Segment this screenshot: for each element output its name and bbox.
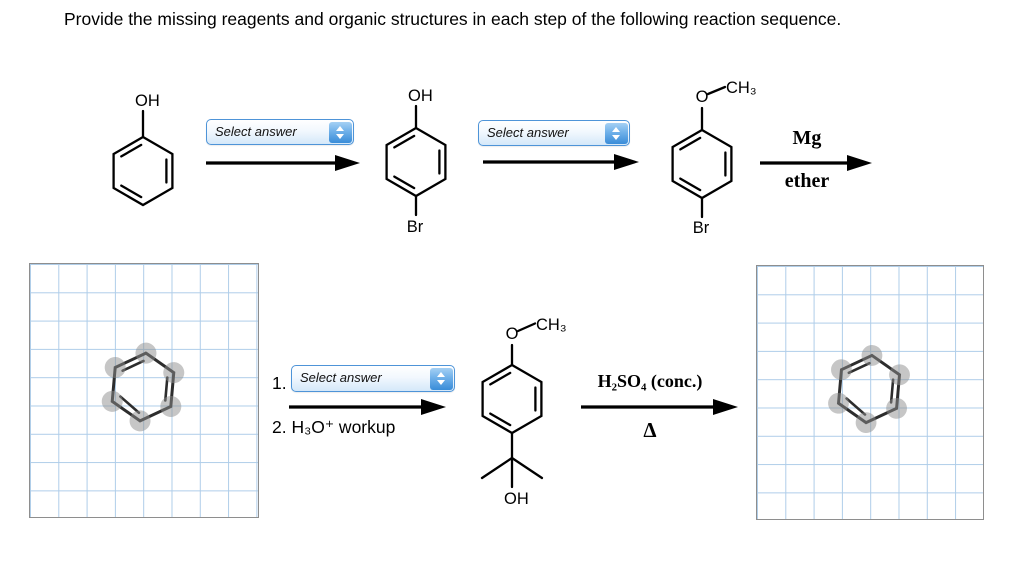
down-arrow-icon [612,134,620,140]
oh-label: OH [408,87,433,105]
dropdown-spinner-icon[interactable] [429,367,453,390]
sketch-canvas-right[interactable] [756,265,984,520]
ch3-label: CH₃ [726,79,757,97]
down-arrow-icon [437,380,445,385]
condition-delta-label: Δ [643,418,657,442]
dropdown-spinner-icon[interactable] [604,122,628,144]
dropdown-placeholder: Select answer [215,124,297,139]
condition-h2so4-label: H₂SO₄ (conc.) [597,371,703,391]
up-arrow-icon [437,372,445,377]
up-arrow-icon [612,126,620,132]
molecule-phenol: OH [112,92,174,207]
reaction-arrow-2 [483,154,639,170]
down-arrow-icon [336,133,344,139]
br-label: Br [693,219,710,237]
reaction-arrow-3 [760,155,872,171]
condition-mg-label: Mg [792,127,822,149]
condition-ether-label: ether [784,170,830,192]
dropdown-spinner-icon[interactable] [328,121,352,143]
dropdown-placeholder: Select answer [487,125,569,140]
reagent-dropdown-1[interactable]: Select answer [206,119,354,145]
oh-label: OH [135,92,160,110]
molecule-aryl-alcohol: O CH₃ OH [480,316,567,508]
page-title: Provide the missing reagents and organic… [64,9,842,29]
reaction-arrow-4 [289,399,446,415]
reaction-arrow-5 [581,399,738,415]
benzene-ring-sketch[interactable] [757,266,983,519]
molecule-p-bromoanisole: O CH₃ Br [671,79,757,237]
step-number-label: 1. [272,373,287,393]
molecule-p-bromophenol: OH Br [385,87,447,236]
sketch-canvas-left[interactable] [29,263,259,518]
workup-label: 2. H₃O⁺ workup [272,417,396,437]
dropdown-placeholder: Select answer [300,370,382,385]
benzene-ring-sketch[interactable] [30,264,258,517]
ch3-label: CH₃ [536,316,567,334]
o-label: O [506,325,519,343]
reagent-dropdown-2[interactable]: Select answer [478,120,630,146]
reaction-arrow-1 [206,155,360,171]
up-arrow-icon [336,125,344,131]
oh-label: OH [504,490,529,508]
br-label: Br [407,218,424,236]
o-label: O [696,88,709,106]
reagent-dropdown-3[interactable]: Select answer [291,365,455,392]
